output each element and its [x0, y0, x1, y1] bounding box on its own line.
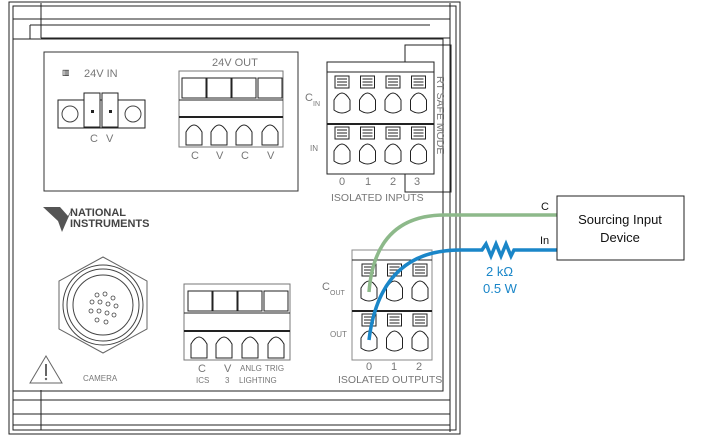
power-out-title: 24V OUT — [212, 57, 258, 69]
power-out-pin-3: V — [267, 150, 275, 162]
outputs-caption: ISOLATED OUTPUTS — [338, 374, 442, 386]
inputs-caption: ISOLATED INPUTS — [331, 192, 424, 204]
input-terminal-common-1 — [359, 75, 376, 114]
input-common-sub: IN — [313, 101, 320, 108]
input-common-label: C — [305, 92, 313, 104]
power-in-pin-c: C — [90, 133, 98, 145]
input-terminal-signal-0 — [333, 126, 351, 165]
device-label-line1: Sourcing Input — [578, 212, 662, 227]
input-terminal-signal-2 — [384, 126, 402, 165]
rt-safe-mode-label: RT SAFE MODE — [434, 76, 446, 154]
input-terminal-common-2 — [384, 75, 402, 114]
power-in-connector: ▥ 24V IN C V — [57, 68, 146, 145]
output-channel-0: 0 — [366, 361, 372, 373]
output-channel-2: 2 — [416, 361, 422, 373]
national-instruments-logo: NATIONAL INSTRUMENTS — [43, 207, 149, 232]
lighting-sub-lighting: LIGHTING — [239, 376, 277, 385]
input-channel-2: 2 — [390, 176, 396, 188]
lighting-sub-ics: ICS — [196, 376, 209, 385]
device-terminal-c: C — [541, 201, 549, 213]
signal-wire — [367, 239, 557, 341]
power-out-pin-2: C — [241, 150, 249, 162]
sourcing-input-device: Sourcing Input Device C In — [540, 195, 685, 261]
input-channel-0: 0 — [339, 176, 345, 188]
camera-connector: CAMERA — [58, 256, 148, 383]
warning-icon — [29, 355, 63, 384]
device-label-line2: Device — [600, 230, 640, 245]
input-channel-3: 3 — [414, 176, 420, 188]
output-common-sub: OUT — [330, 290, 346, 297]
output-common-label: C — [322, 281, 330, 293]
resistor-value: 2 kΩ — [486, 264, 513, 279]
output-channel-1: 1 — [391, 361, 397, 373]
power-in-title: 24V IN — [84, 68, 118, 80]
output-terminal-signal-2 — [411, 313, 429, 352]
brand-line1: NATIONAL — [70, 207, 126, 219]
lighting-pin-c: C — [198, 363, 206, 375]
device-terminal-in: In — [540, 235, 549, 247]
power-panel — [43, 51, 299, 192]
output-terminal-common-2 — [411, 263, 429, 302]
isolated-inputs-block: C IN IN 0 1 2 3 ISOLATED INPUTS RT SAFE … — [305, 44, 452, 204]
isolated-outputs-block: C OUT OUT 0 1 2 ISOLATED OUTPUTS — [322, 249, 442, 386]
input-terminal-common-3 — [410, 75, 427, 114]
lighting-sub-3: 3 — [225, 376, 230, 385]
input-signal-label: IN — [310, 144, 318, 153]
chassis-frame — [8, 1, 461, 435]
input-terminal-common-0 — [333, 75, 351, 114]
lighting-connector: C V ANLG TRIG ICS 3 LIGHTING — [183, 283, 291, 385]
common-wire — [367, 213, 557, 293]
input-channel-1: 1 — [365, 176, 371, 188]
power-out-connector: 24V OUT C V C V — [178, 57, 284, 162]
power-out-pin-1: V — [216, 150, 224, 162]
power-in-pin-v: V — [106, 133, 114, 145]
lighting-pin-v: V — [224, 363, 232, 375]
resistor-power: 0.5 W — [483, 281, 518, 296]
input-terminal-signal-1 — [359, 126, 376, 165]
power-out-pin-0: C — [191, 150, 199, 162]
lighting-pin-trig: TRIG — [265, 364, 284, 373]
output-terminal-signal-1 — [386, 313, 403, 352]
camera-label: CAMERA — [83, 374, 118, 383]
din-icon: ▥ — [62, 68, 70, 77]
output-signal-label: OUT — [330, 330, 347, 339]
input-terminal-signal-3 — [410, 126, 427, 165]
lighting-pin-anlg: ANLG — [240, 364, 262, 373]
brand-line2: INSTRUMENTS — [70, 218, 149, 230]
